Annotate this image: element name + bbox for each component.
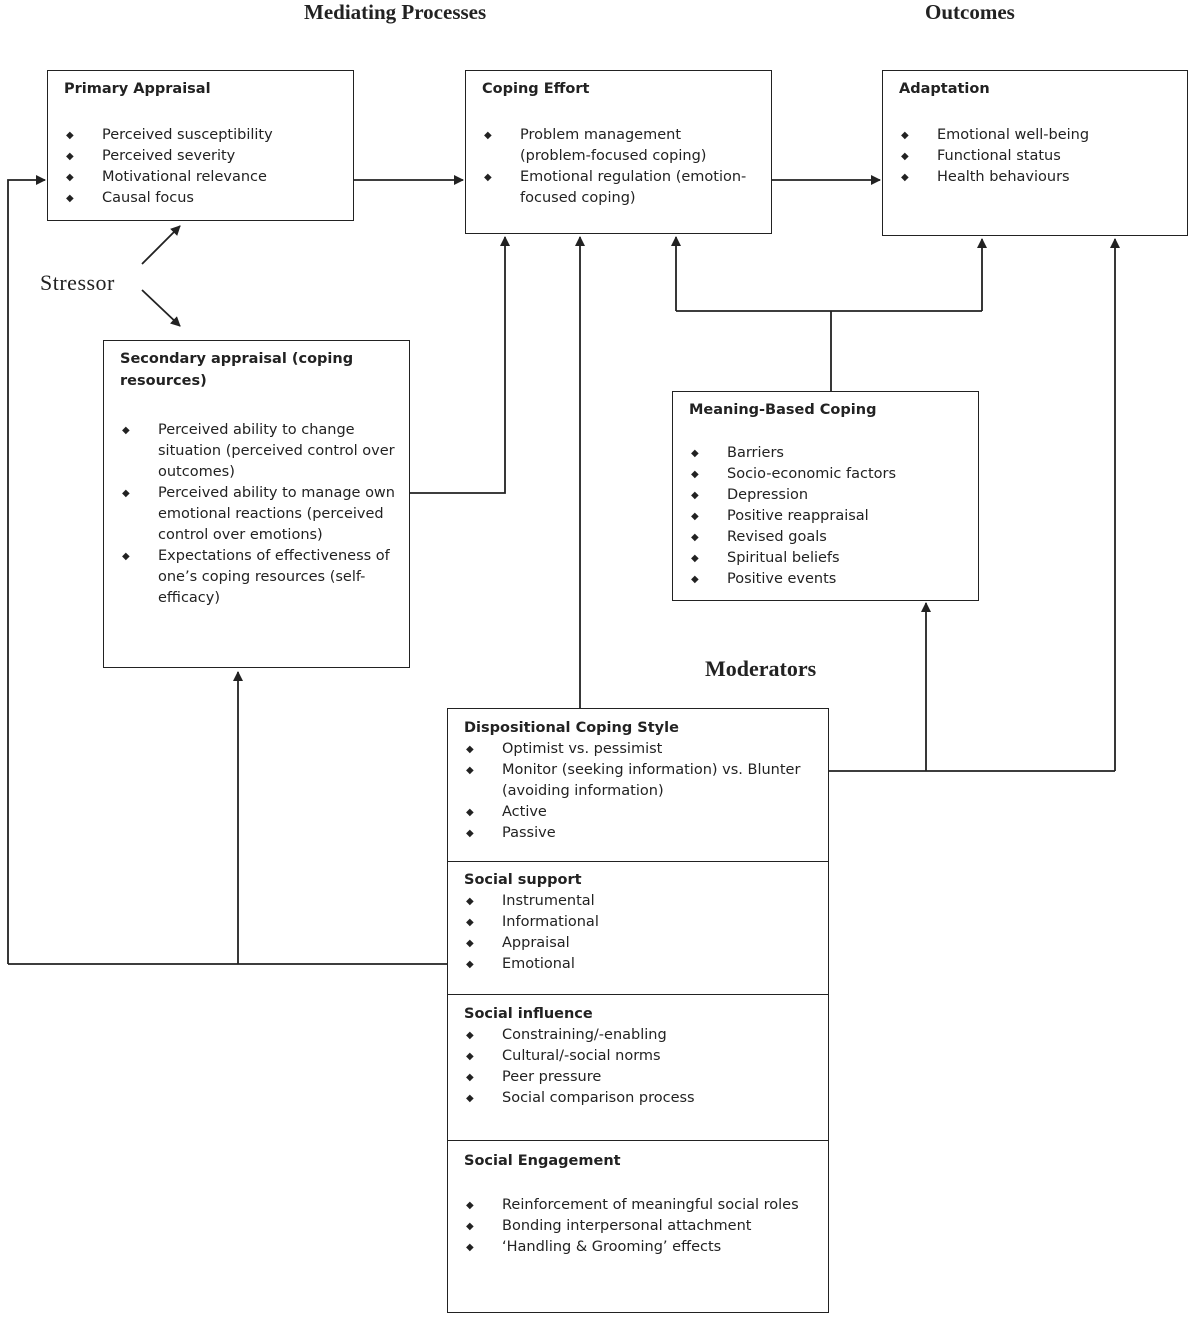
list-item: Perceived susceptibility [64, 125, 344, 146]
stressor-label: Stressor [40, 270, 115, 295]
moderators-heading: Moderators [705, 656, 817, 681]
adaptation-list: Emotional well-being Functional status H… [899, 125, 1179, 188]
list-item: Health behaviours [899, 167, 1179, 188]
section-divider [448, 1140, 828, 1141]
social-support-to-primary-arrow [7, 175, 46, 964]
list-item: Perceived ability to manage own emotiona… [120, 483, 395, 546]
section-divider [448, 994, 828, 995]
social-engagement-title: Social Engagement [464, 1153, 621, 1169]
secondary-appraisal-list: Perceived ability to change situation (p… [120, 420, 395, 609]
list-item: Emotional [464, 954, 804, 975]
adaptation-title: Adaptation [899, 81, 990, 97]
section-divider [448, 861, 828, 862]
list-item: Informational [464, 912, 804, 933]
meaning-based-coping-list: Barriers Socio-economic factors Depressi… [689, 443, 969, 590]
coping-effort-box: Coping Effort Problem management (proble… [465, 70, 772, 234]
dispositional-coping-title: Dispositional Coping Style [464, 720, 679, 736]
list-item: Bonding interpersonal attachment [464, 1216, 804, 1237]
list-item: Depression [689, 485, 969, 506]
list-item: Motivational relevance [64, 167, 344, 188]
list-item: Barriers [689, 443, 969, 464]
meaning-based-coping-box: Meaning-Based Coping Barriers Socio-econ… [672, 391, 979, 601]
mediating-processes-heading: Mediating Processes [304, 0, 487, 24]
list-item: Active [464, 802, 804, 823]
list-item: ‘Handling & Grooming’ effects [464, 1237, 804, 1258]
list-item: Functional status [899, 146, 1179, 167]
primary-appraisal-list: Perceived susceptibility Perceived sever… [64, 125, 344, 209]
primary-appraisal-title: Primary Appraisal [64, 81, 211, 97]
list-item: Cultural/-social norms [464, 1046, 804, 1067]
secondary-appraisal-title: Secondary appraisal (coping resources) [120, 351, 354, 389]
list-item: Perceived severity [64, 146, 344, 167]
list-item: Monitor (seeking information) vs. Blunte… [464, 760, 804, 802]
list-item: Passive [464, 823, 804, 844]
list-item: Expectations of effectiveness of one’s c… [120, 546, 395, 609]
list-item: Causal focus [64, 188, 344, 209]
list-item: Spiritual beliefs [689, 548, 969, 569]
list-item: Revised goals [689, 527, 969, 548]
secondary-appraisal-box: Secondary appraisal (coping resources) P… [103, 340, 410, 668]
list-item: Social comparison process [464, 1088, 804, 1109]
dispositional-coping-list: Optimist vs. pessimist Monitor (seeking … [464, 739, 804, 844]
secondary-to-coping-arrow [410, 236, 510, 494]
coping-effort-title: Coping Effort [482, 81, 590, 97]
list-item: Perceived ability to change situation (p… [120, 420, 395, 483]
coping-effort-list: Problem management (problem-focused copi… [482, 125, 754, 209]
moderators-box: Dispositional Coping Style Optimist vs. … [447, 708, 829, 1313]
social-influence-list: Constraining/-enabling Cultural/-social … [464, 1025, 804, 1109]
social-influence-title: Social influence [464, 1006, 593, 1022]
list-item: Problem management (problem-focused copi… [482, 125, 754, 167]
outcomes-heading: Outcomes [925, 0, 1015, 24]
meaning-based-coping-title: Meaning-Based Coping [689, 402, 877, 418]
list-item: Socio-economic factors [689, 464, 969, 485]
list-item: Appraisal [464, 933, 804, 954]
list-item: Positive events [689, 569, 969, 590]
list-item: Constraining/-enabling [464, 1025, 804, 1046]
social-support-list: Instrumental Informational Appraisal Emo… [464, 891, 804, 975]
list-item: Emotional well-being [899, 125, 1179, 146]
list-item: Reinforcement of meaningful social roles [464, 1195, 804, 1216]
list-item: Peer pressure [464, 1067, 804, 1088]
adaptation-box: Adaptation Emotional well-being Function… [882, 70, 1188, 236]
stressor-to-secondary-arrow [141, 289, 181, 327]
social-support-title: Social support [464, 872, 582, 888]
primary-appraisal-box: Primary Appraisal Perceived susceptibili… [47, 70, 354, 221]
list-item: Positive reappraisal [689, 506, 969, 527]
stressor-to-primary-arrow [141, 225, 181, 265]
list-item: Emotional regulation (emotion-focused co… [482, 167, 754, 209]
list-item: Instrumental [464, 891, 804, 912]
social-engagement-list: Reinforcement of meaningful social roles… [464, 1195, 804, 1258]
list-item: Optimist vs. pessimist [464, 739, 804, 760]
